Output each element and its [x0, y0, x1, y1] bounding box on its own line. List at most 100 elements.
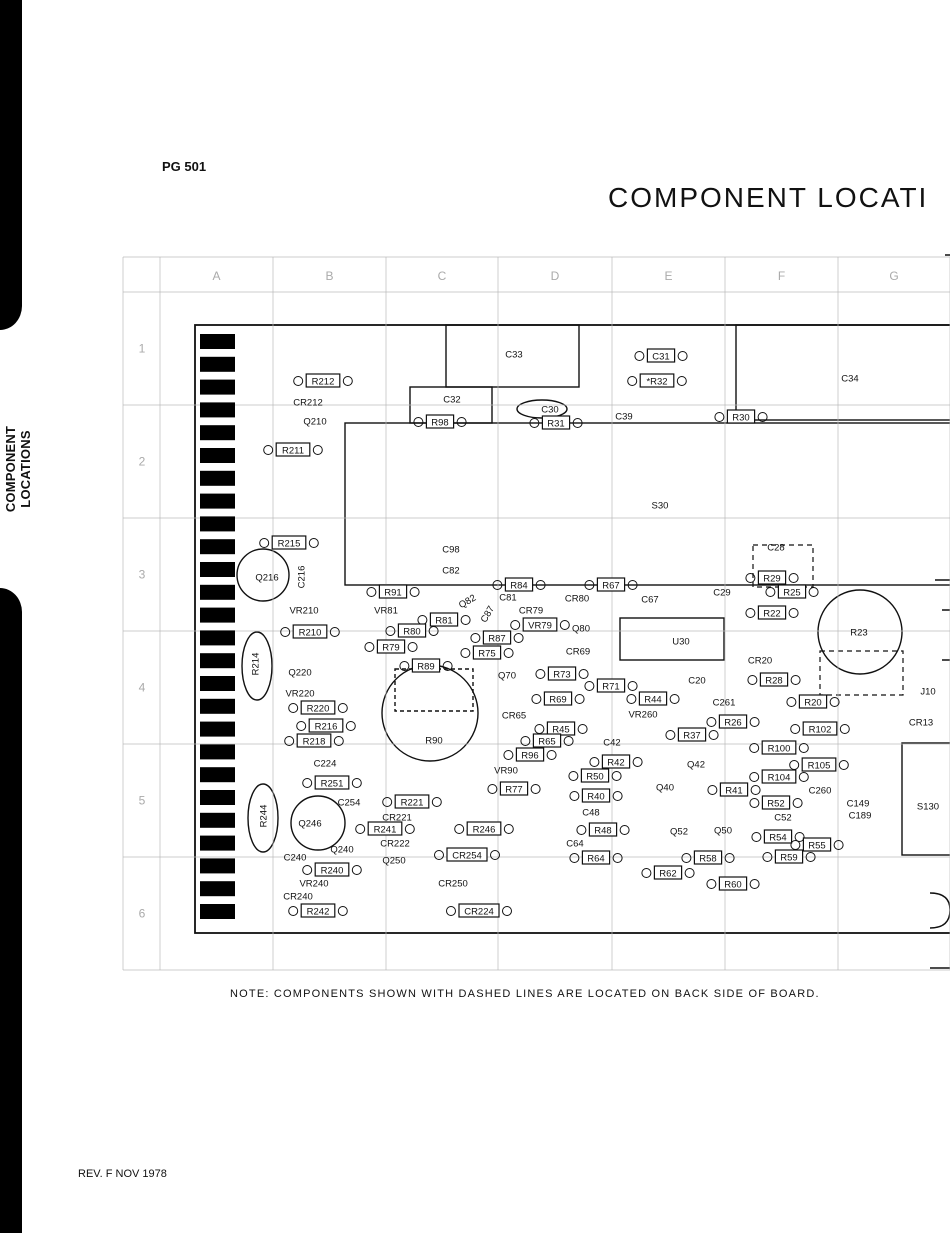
component-label: C261	[713, 698, 736, 709]
component-cr13: CR13	[909, 718, 933, 729]
component-q52: Q52	[670, 827, 688, 838]
component-r52: R52	[749, 795, 803, 810]
edge-traces	[929, 609, 950, 929]
component-r89: R89	[399, 658, 453, 673]
component-label: R241	[374, 825, 397, 836]
component-label: C87	[479, 604, 497, 625]
component-r59: R59	[762, 849, 816, 864]
component-r214: R214	[251, 653, 262, 676]
component-r32: *R32	[627, 373, 687, 388]
component-c67: C67	[641, 595, 658, 606]
component-label: R242	[307, 907, 330, 918]
component-label: R215	[278, 539, 301, 550]
component-label: CR250	[438, 879, 468, 890]
page-tab-bottom	[0, 588, 22, 1233]
component-label: Q246	[298, 819, 321, 830]
component-vr210: VR210	[289, 606, 318, 617]
component-r50: R50	[568, 768, 622, 783]
component-label: R87	[488, 634, 505, 645]
component-q210: Q210	[303, 417, 326, 428]
component-c149: C149	[847, 799, 870, 810]
component-c33: C33	[505, 350, 522, 361]
component-c31: C31	[634, 348, 688, 363]
edge-finger	[200, 402, 235, 418]
component-cr224: CR224	[446, 903, 512, 918]
edge-finger	[200, 539, 235, 555]
component-label: Q220	[288, 668, 311, 679]
edge-finger	[200, 858, 235, 874]
component-c34: C34	[841, 374, 858, 385]
component-label: VR79	[528, 621, 552, 632]
component-label: R216	[315, 722, 338, 733]
component-r44: R44	[626, 691, 680, 706]
component-label: R102	[809, 725, 832, 736]
component-r29: R29	[745, 570, 799, 585]
grid-row-label: 4	[139, 681, 146, 695]
component-label: R220	[307, 704, 330, 715]
edge-finger	[200, 607, 235, 623]
component-label: R48	[594, 826, 611, 837]
grid-col-label: E	[664, 269, 672, 283]
component-c81: C81	[499, 593, 516, 604]
component-r79: R79	[364, 639, 418, 654]
component-q40: Q40	[656, 783, 674, 794]
edge-finger	[200, 698, 235, 714]
component-label: Q50	[714, 826, 732, 837]
component-r100: R100	[749, 740, 809, 755]
component-label: R22	[763, 609, 780, 620]
component-r40: R40	[569, 788, 623, 803]
component-label: R77	[505, 785, 522, 796]
component-label: VR90	[494, 766, 518, 777]
component-label: R67	[602, 581, 619, 592]
component-r96: R96	[503, 747, 557, 762]
component-label: R60	[724, 880, 741, 891]
edge-finger	[200, 790, 235, 805]
component-r81: R81	[417, 612, 471, 627]
component-label: R100	[768, 744, 791, 755]
component-label: C30	[541, 405, 558, 416]
component-label: C34	[841, 374, 858, 385]
component-label: R45	[552, 725, 569, 736]
component-r98: R98	[413, 414, 467, 429]
component-label: C149	[847, 799, 870, 810]
component-q42: Q42	[687, 760, 705, 771]
component-label: CR212	[293, 398, 323, 409]
component-cr221: CR221	[382, 813, 412, 824]
component-label: R218	[303, 737, 326, 748]
component-label: R105	[808, 761, 831, 772]
component-label: R75	[478, 649, 495, 660]
grid-row-label: 3	[139, 568, 146, 582]
component-cr20: CR20	[748, 656, 772, 667]
u30-body	[619, 617, 725, 661]
c34-body	[735, 324, 950, 421]
component-r41: R41	[707, 782, 761, 797]
component-r241: R241	[355, 821, 415, 836]
component-c98: C98	[442, 545, 459, 556]
edge-finger	[200, 881, 235, 897]
component-r60: R60	[706, 876, 760, 891]
component-label: Q210	[303, 417, 326, 428]
grid-col-label: D	[551, 269, 560, 283]
component-label: C67	[641, 595, 658, 606]
component-label: R59	[780, 853, 797, 864]
component-r90: R90	[425, 736, 442, 747]
component-cr65: CR65	[502, 711, 526, 722]
component-label: C260	[809, 786, 832, 797]
component-r37: R37	[665, 727, 719, 742]
component-label: R246	[473, 825, 496, 836]
component-label: Q52	[670, 827, 688, 838]
edge-finger	[200, 744, 235, 760]
component-cr79: CR79	[519, 606, 543, 617]
component-c48: C48	[582, 808, 599, 819]
component-label: R55	[808, 841, 825, 852]
component-r220: R220	[288, 700, 348, 715]
page-title: COMPONENT LOCATI	[608, 182, 929, 213]
component-label: C240	[284, 853, 307, 864]
edge-marks	[930, 254, 950, 969]
component-r77: R77	[487, 781, 541, 796]
edge-finger	[200, 721, 235, 737]
component-label: VR220	[285, 689, 314, 700]
component-label: R240	[321, 866, 344, 877]
